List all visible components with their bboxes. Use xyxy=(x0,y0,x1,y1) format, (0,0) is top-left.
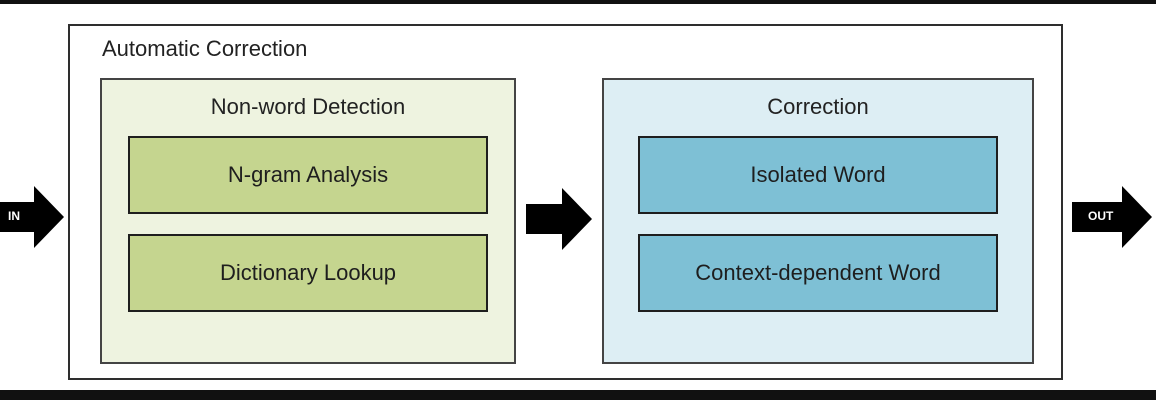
correction-panel: Correction Isolated Word Context-depende… xyxy=(602,78,1034,364)
isolated-word-box: Isolated Word xyxy=(638,136,998,214)
left-panel-title: Non-word Detection xyxy=(210,94,406,119)
context-dependent-word-box: Context-dependent Word xyxy=(638,234,998,312)
dictionary-lookup-box: Dictionary Lookup xyxy=(128,234,488,312)
ngram-analysis-box: N-gram Analysis xyxy=(128,136,488,214)
automatic-correction-box: Automatic Correction Non-word Detection … xyxy=(68,24,1063,380)
diagram-canvas: IN Automatic Correction Non-word Detecti… xyxy=(0,4,1156,390)
output-label: OUT xyxy=(1088,209,1114,223)
output-arrow: OUT xyxy=(1072,186,1154,248)
non-word-detection-panel: Non-word Detection N-gram Analysis Dicti… xyxy=(100,78,516,364)
input-arrow: IN xyxy=(0,186,66,248)
middle-arrow xyxy=(526,188,594,250)
input-label: IN xyxy=(8,209,20,223)
right-panel-title: Correction xyxy=(767,94,869,119)
outer-title: Automatic Correction xyxy=(102,36,308,61)
